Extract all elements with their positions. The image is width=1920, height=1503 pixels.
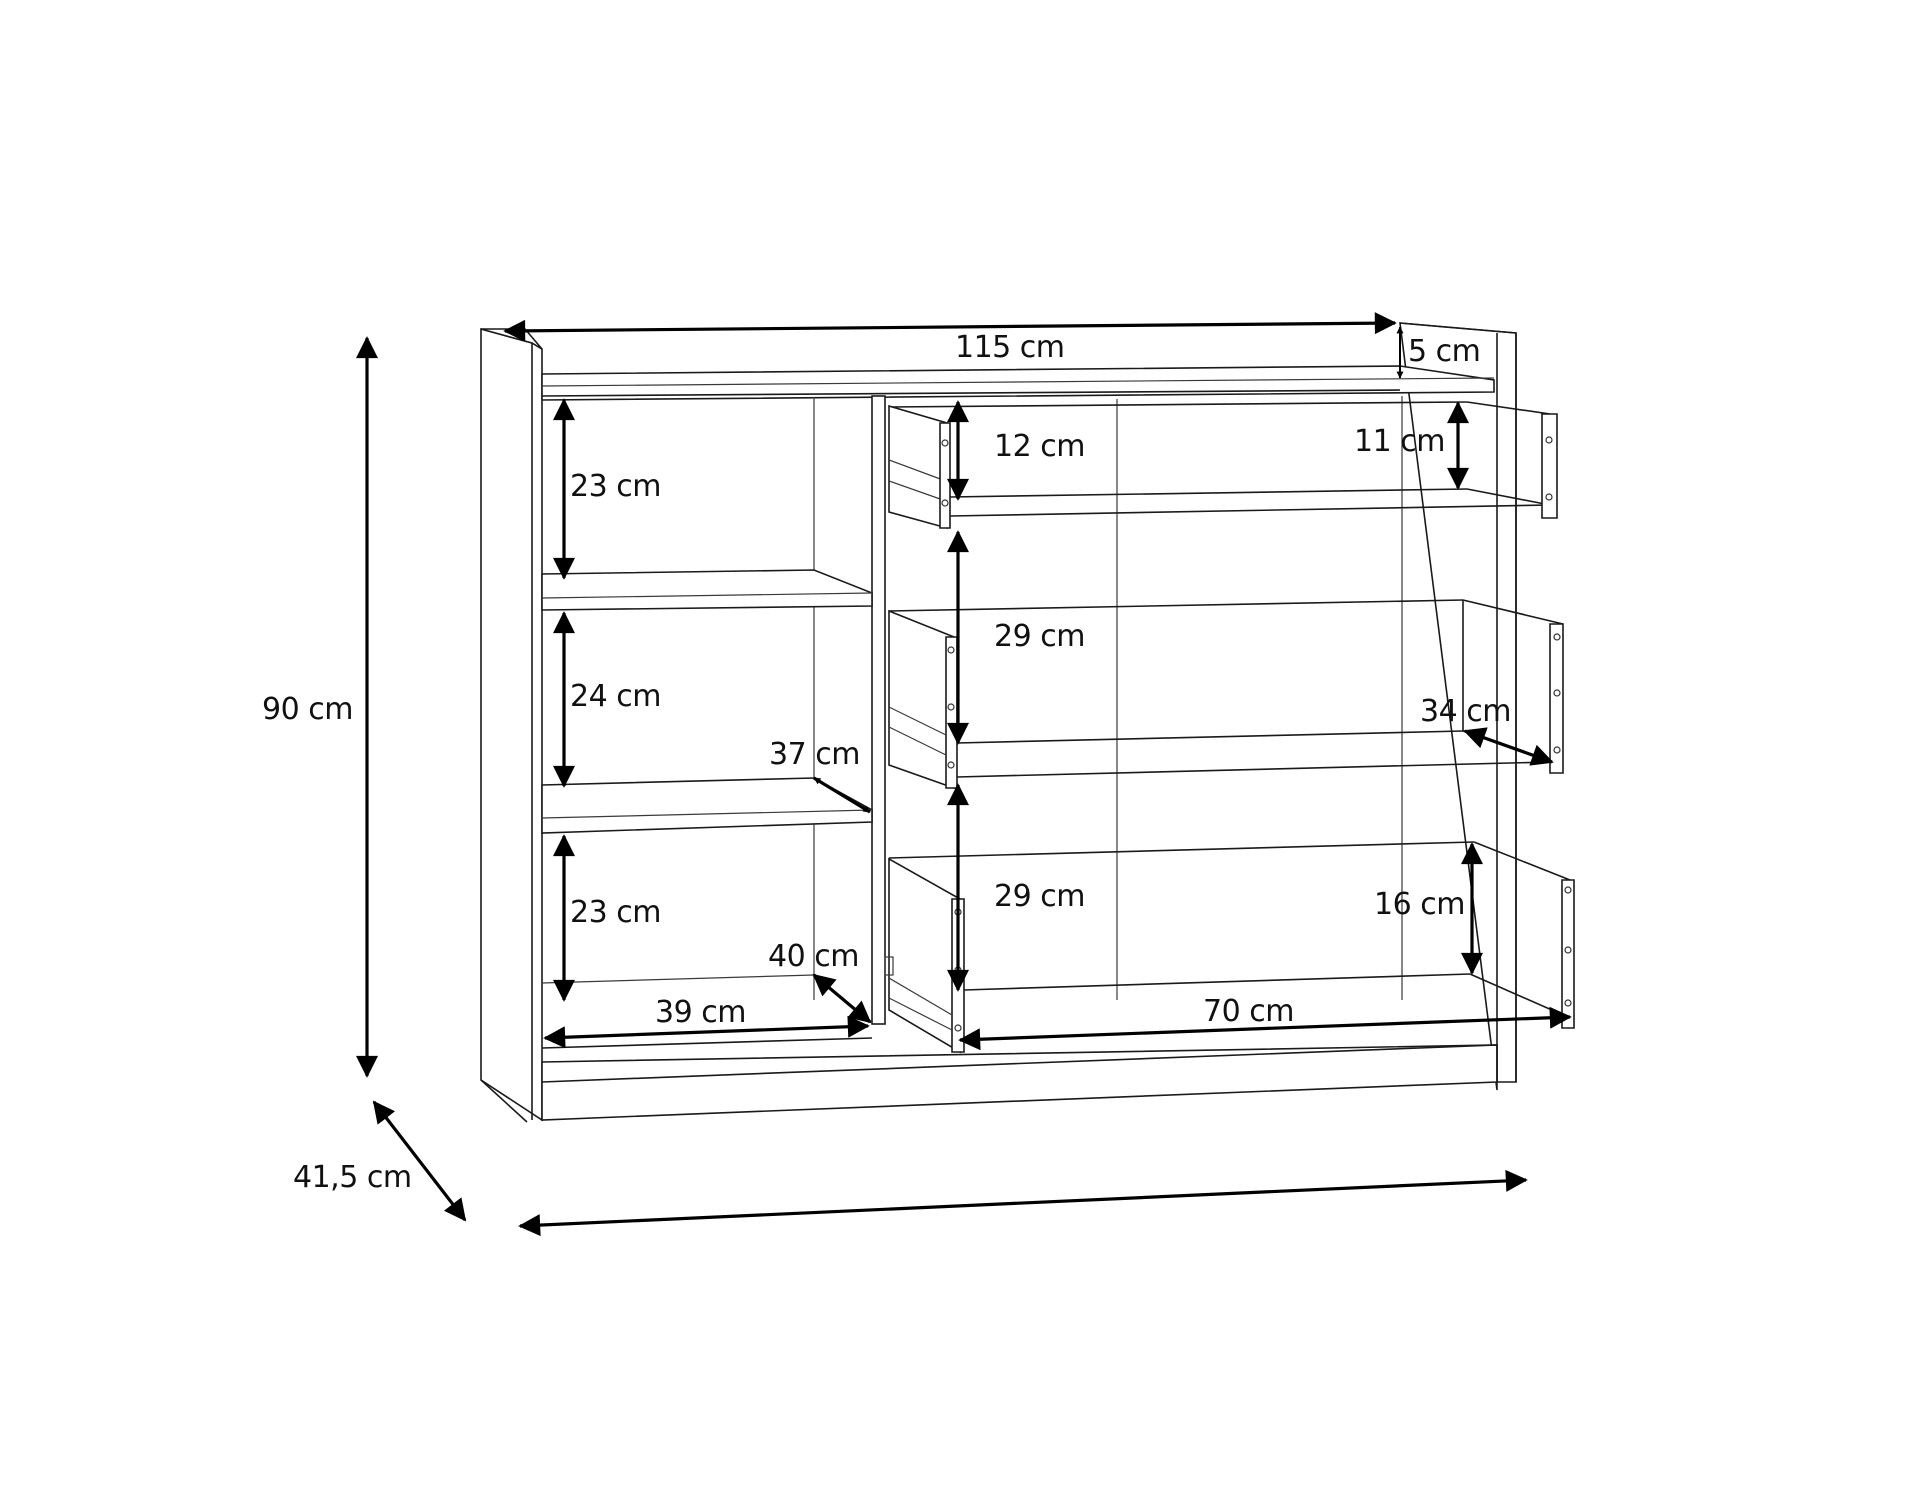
label-drawer-2-depth: 34 cm (1420, 694, 1511, 729)
cabinet-body (480, 322, 1517, 1123)
label-shelf-width: 39 cm (655, 995, 746, 1030)
label-shelf-depth: 37 cm (769, 737, 860, 772)
shelf-depth-arrow (813, 776, 871, 814)
bottom-shelf-depth-arrow (812, 973, 872, 1024)
shelf-1 (541, 569, 873, 611)
width-arrow-top (503, 312, 1397, 342)
label-overall-depth: 41,5 cm (293, 1160, 412, 1195)
shelf-width-arrow (543, 1015, 870, 1049)
drawer-top (888, 401, 1558, 530)
label-drawer-1-inner-height: 11 cm (1354, 424, 1445, 459)
drawer-2-depth-arrow (1463, 727, 1554, 766)
label-drawer-width: 70 cm (1203, 994, 1294, 1029)
label-overall-height: 90 cm (262, 692, 353, 727)
dimension-arrows (356, 312, 1572, 1237)
shelf-2 (541, 777, 873, 834)
label-shelf-3-height: 23 cm (570, 895, 661, 930)
label-overall-width: 115 cm (955, 330, 1065, 365)
label-shelf-1-height: 23 cm (570, 469, 661, 504)
drawer-width-arrow (958, 1006, 1572, 1051)
plinth (541, 1044, 1498, 1121)
width-arrow-bottom (518, 1169, 1528, 1237)
label-top-recess: 5 cm (1408, 334, 1481, 369)
label-drawer-3-inner-height: 16 cm (1374, 887, 1465, 922)
left-shelving-unit (541, 397, 873, 1049)
label-drawer-3-opening: 29 cm (994, 879, 1085, 914)
label-drawer-1-opening: 12 cm (994, 429, 1085, 464)
center-divider (871, 395, 886, 1025)
depth-arrow (372, 1100, 467, 1222)
left-side-panel (480, 327, 543, 1122)
label-shelf-2-height: 24 cm (570, 679, 661, 714)
label-bottom-shelf-depth: 40 cm (768, 939, 859, 974)
label-drawer-2-opening: 29 cm (994, 619, 1085, 654)
